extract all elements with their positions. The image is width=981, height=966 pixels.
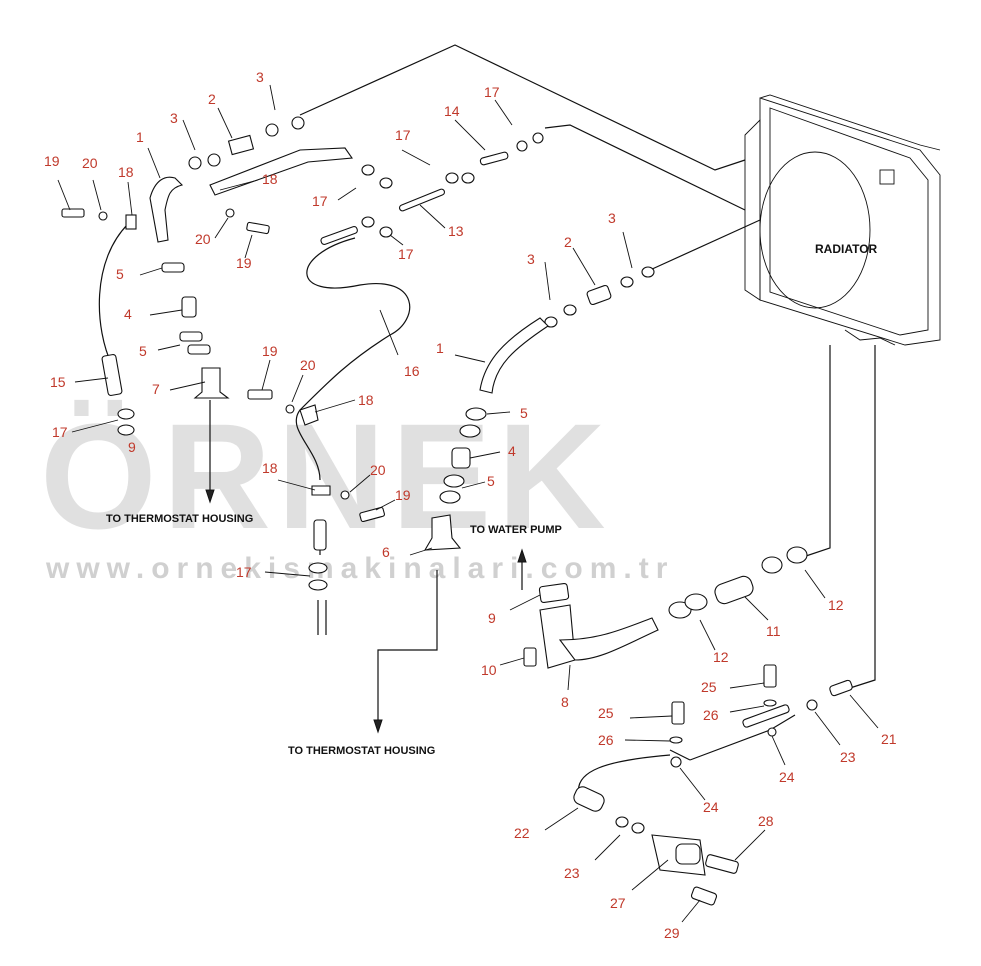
callout-14: 14 (444, 103, 460, 119)
callout-3: 3 (170, 110, 178, 126)
callout-20: 20 (370, 462, 386, 478)
radiator: RADIATOR (744, 94, 941, 346)
callout-18: 18 (262, 171, 278, 187)
callout-20: 20 (300, 357, 316, 373)
callout-24: 24 (779, 769, 795, 785)
callout-16: 16 (404, 363, 420, 379)
callout-6: 6 (382, 544, 390, 560)
callout-15: 15 (50, 374, 66, 390)
callout-26: 26 (703, 707, 719, 723)
callout-23: 23 (840, 749, 856, 765)
callout-18: 18 (358, 392, 374, 408)
callout-numbers: 19 20 18 1 3 2 3 18 20 19 17 14 17 17 13… (44, 69, 897, 941)
callout-17: 17 (312, 193, 328, 209)
callout-3: 3 (608, 210, 616, 226)
callout-4: 4 (124, 306, 132, 322)
callout-1: 1 (436, 340, 444, 356)
callout-25: 25 (598, 705, 614, 721)
callout-17: 17 (395, 127, 411, 143)
leader-lines (57, 84, 879, 923)
callout-10: 10 (481, 662, 497, 678)
callout-26: 26 (598, 732, 614, 748)
callout-8: 8 (561, 694, 569, 710)
callout-4: 4 (508, 443, 516, 459)
callout-24: 24 (703, 799, 719, 815)
parts (61, 116, 853, 906)
callout-2: 2 (564, 234, 572, 250)
callout-19: 19 (262, 343, 278, 359)
callout-28: 28 (758, 813, 774, 829)
callout-2: 2 (208, 91, 216, 107)
callout-23: 23 (564, 865, 580, 881)
callout-5: 5 (139, 343, 147, 359)
callout-17: 17 (236, 564, 252, 580)
watermark-url: www.ornekismakinalari.com.tr (45, 552, 674, 585)
callout-21: 21 (881, 731, 897, 747)
callout-1: 1 (136, 129, 144, 145)
callout-12: 12 (713, 649, 729, 665)
callout-19: 19 (44, 153, 60, 169)
callout-20: 20 (82, 155, 98, 171)
callout-9: 9 (128, 439, 136, 455)
callout-29: 29 (664, 925, 680, 941)
callout-5: 5 (487, 473, 495, 489)
callout-13: 13 (448, 223, 464, 239)
caption-to-water-pump: TO WATER PUMP (470, 524, 562, 536)
callout-22: 22 (514, 825, 530, 841)
callout-19: 19 (395, 487, 411, 503)
callout-27: 27 (610, 895, 626, 911)
radiator-label: RADIATOR (815, 242, 878, 256)
callout-5: 5 (116, 266, 124, 282)
caption-to-thermostat-housing-left: TO THERMOSTAT HOUSING (106, 513, 253, 525)
callout-9: 9 (488, 610, 496, 626)
watermark: ÖRNEK www.ornekismakinalari.com.tr (40, 392, 674, 585)
callout-3: 3 (256, 69, 264, 85)
callout-17: 17 (398, 246, 414, 262)
callout-7: 7 (152, 381, 160, 397)
callout-12: 12 (828, 597, 844, 613)
caption-to-thermostat-housing-bottom: TO THERMOSTAT HOUSING (288, 745, 435, 757)
callout-11: 11 (766, 623, 781, 639)
callout-18: 18 (118, 164, 134, 180)
captions: TO THERMOSTAT HOUSING TO WATER PUMP TO T… (106, 513, 562, 757)
callout-19: 19 (236, 255, 252, 271)
callout-18: 18 (262, 460, 278, 476)
callout-17: 17 (52, 424, 68, 440)
callout-17: 17 (484, 84, 500, 100)
callout-3: 3 (527, 251, 535, 267)
callout-5: 5 (520, 405, 528, 421)
callout-25: 25 (701, 679, 717, 695)
callout-20: 20 (195, 231, 211, 247)
